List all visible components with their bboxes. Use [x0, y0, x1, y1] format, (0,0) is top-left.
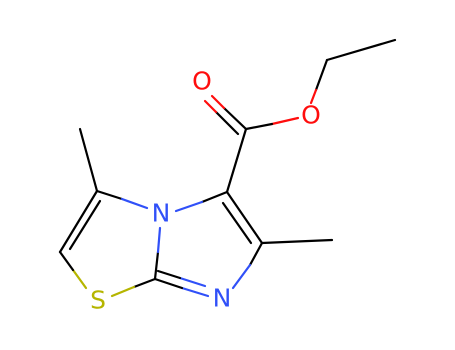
- c2-c3-inner-bond: [68, 199, 102, 251]
- bond-layer: [58, 38, 397, 298]
- c7a-n-bond: [153, 250, 160, 281]
- carbonyl-bond-1-red: [210, 94, 226, 110]
- ethyl-o-bond-red: [309, 88, 318, 105]
- c5-c6-bond: [225, 190, 264, 245]
- c3-methyl-bond: [78, 127, 99, 193]
- imine-nitrogen-label: N: [213, 284, 232, 313]
- bridgehead-nitrogen-label: N: [152, 199, 171, 228]
- c6-n-bond-blue: [231, 263, 252, 290]
- n-c7a-inner-blue: [178, 276, 207, 288]
- s-c2-bond-olive: [71, 268, 88, 290]
- n-c7a-bond: [153, 277, 184, 290]
- ester-o-c-bond-red: [270, 116, 300, 126]
- n-c7a-inner: [156, 269, 182, 280]
- c7a-s-bond: [132, 277, 157, 289]
- sulfur-label: S: [90, 286, 106, 315]
- carboxyl-ring-bond: [225, 127, 248, 194]
- c5-c6-inner-bond: [221, 201, 253, 245]
- c6-n-bond: [248, 241, 264, 267]
- carbonyl-bond-2-red: [203, 99, 218, 114]
- ketone-oxygen-label: O: [192, 67, 212, 96]
- c3-n-bond-blue: [120, 197, 149, 210]
- ester-oxygen-label: O: [301, 101, 321, 130]
- c3-n-bond: [95, 189, 124, 201]
- ethyl-ch2-ch3-bond: [325, 38, 397, 62]
- ethyl-ch2-bond: [314, 58, 329, 92]
- c5-n-bond: [200, 190, 229, 204]
- atom-label-layer: O O N N S: [90, 67, 321, 315]
- c7a-n-bond-blue: [156, 226, 162, 254]
- carbonyl-bond-2: [214, 110, 240, 136]
- c6-methyl-bond: [260, 238, 334, 245]
- ester-o-c-bond: [244, 122, 274, 131]
- n-c7a-bond-blue: [180, 286, 210, 298]
- c2-c3-bond: [58, 189, 99, 254]
- c5-n-bond-blue: [174, 200, 204, 213]
- c7a-s-bond-olive: [110, 285, 136, 298]
- carbonyl-bond-1: [222, 106, 248, 131]
- s-c2-bond: [58, 250, 75, 272]
